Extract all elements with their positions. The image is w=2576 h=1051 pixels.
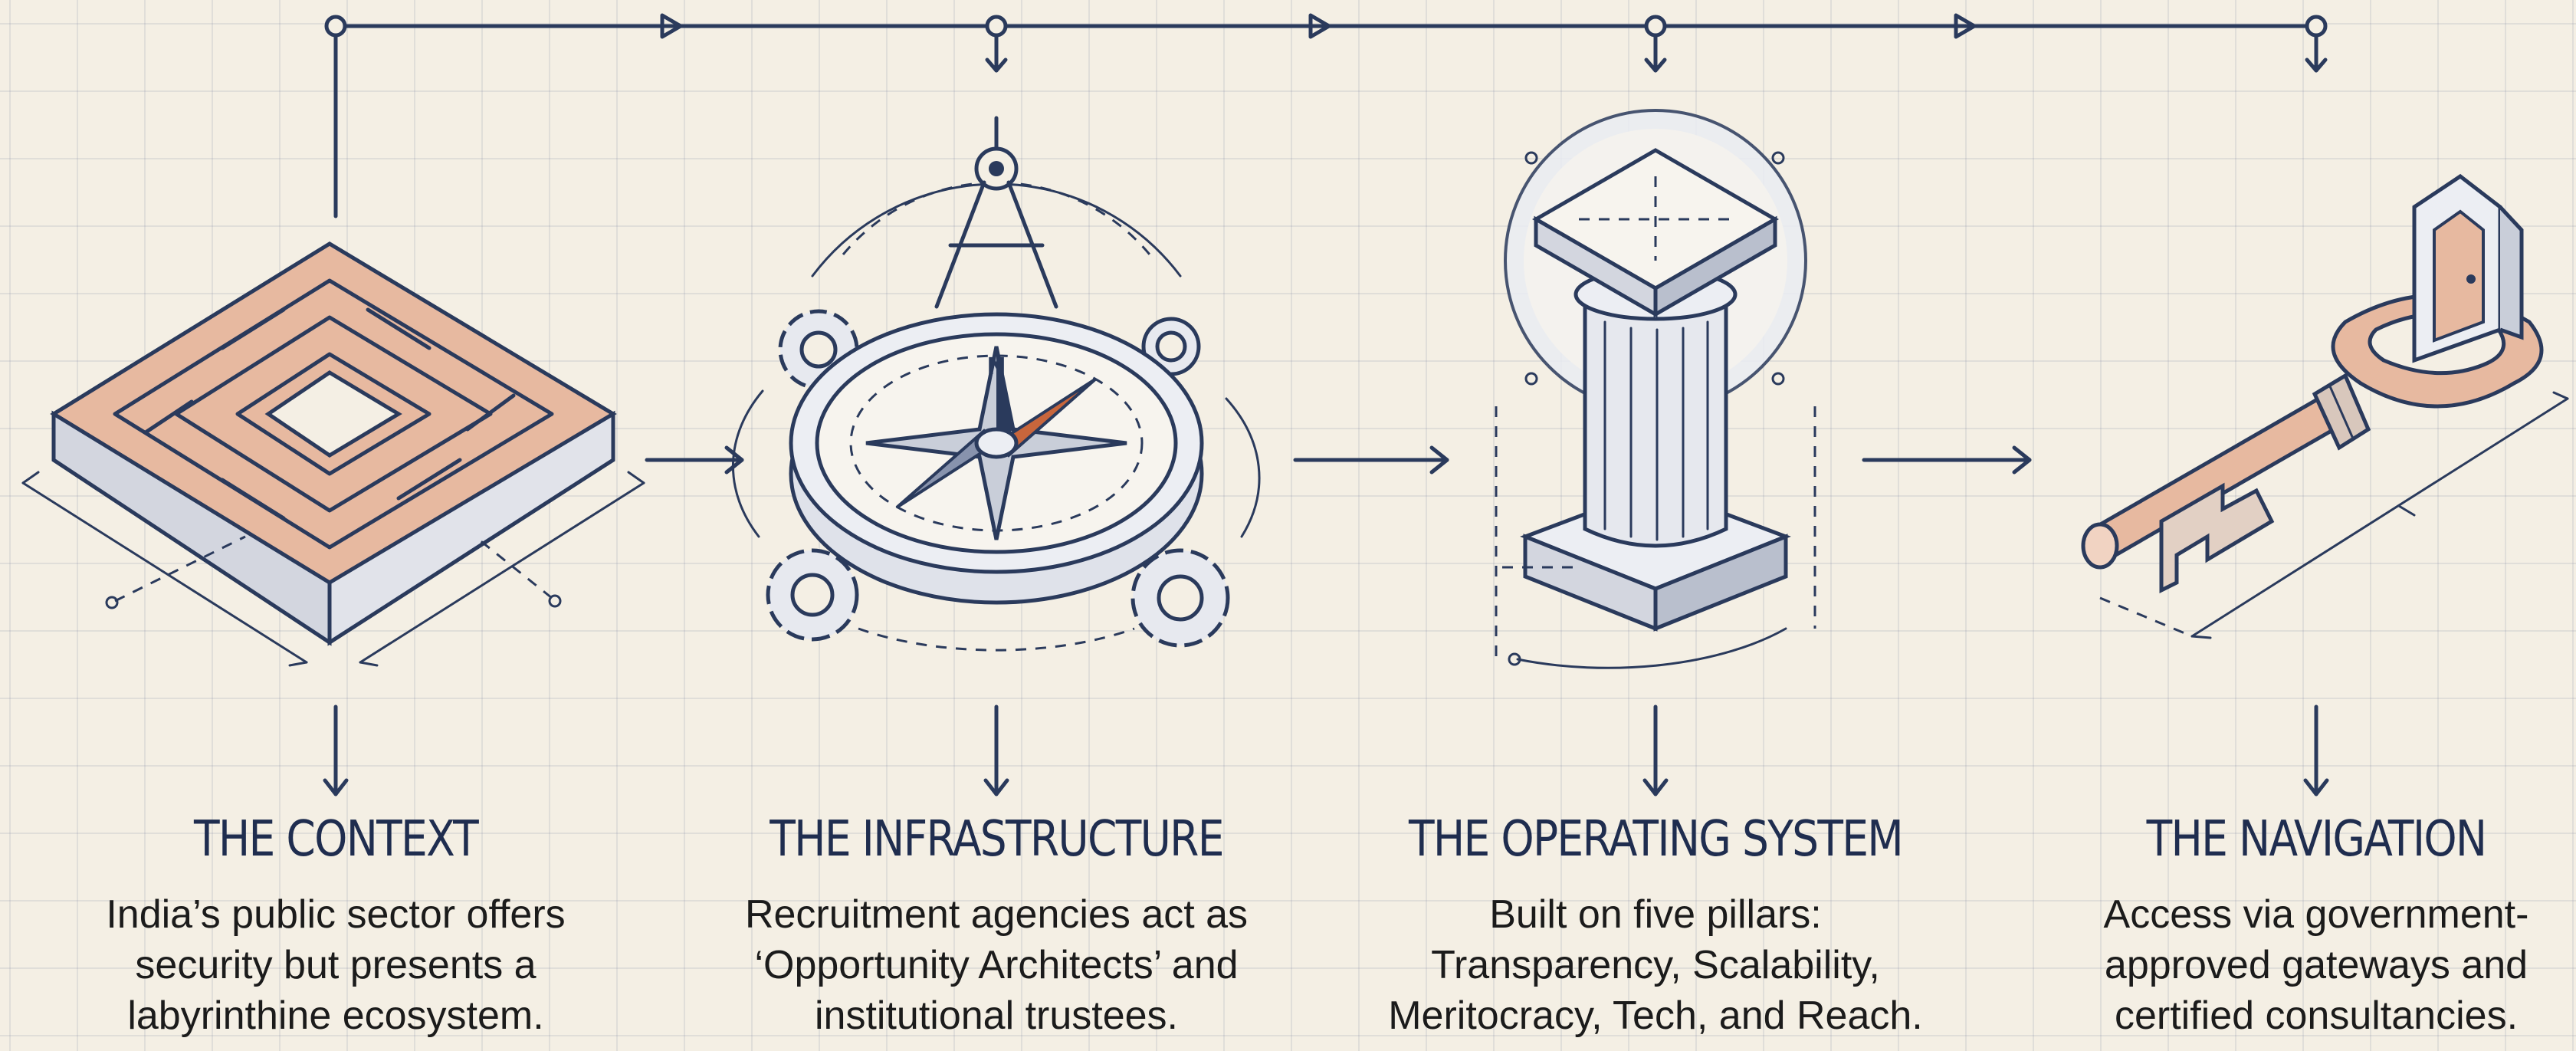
description-line: Access via government- — [2103, 892, 2529, 937]
top-connector — [324, 13, 2328, 218]
maze-icon — [21, 241, 645, 667]
stage-description-operating-system: Built on five pillars: Transparency, Sca… — [1364, 889, 1947, 1041]
gear-icon — [766, 548, 859, 642]
stage-title-navigation: THE NAVIGATION — [2146, 811, 2487, 868]
down-arrow — [983, 704, 1009, 796]
stage-description-navigation: Access via government- approved gateways… — [2025, 889, 2576, 1041]
down-arrow — [2303, 704, 2329, 796]
stage-title-context: THE CONTEXT — [193, 811, 479, 868]
description-line: Transparency, Scalability, — [1431, 943, 1880, 987]
description-line: Recruitment agencies act as — [744, 892, 1249, 937]
description-line: Meritocracy, Tech, and Reach. — [1388, 994, 1923, 1038]
gear-icon — [1130, 548, 1230, 648]
description-line: institutional trustees. — [814, 994, 1179, 1038]
description-line: Built on five pillars: — [1489, 892, 1822, 937]
key-icon — [2081, 173, 2569, 639]
stage-title-infrastructure: THE INFRASTRUCTURE — [770, 811, 1224, 868]
stage-description-context: India’s public sector offers security bu… — [44, 889, 627, 1041]
description-line: ‘Opportunity Architects’ and — [754, 943, 1239, 987]
down-arrow — [1642, 704, 1669, 796]
stage-description-infrastructure: Recruitment agencies act as ‘Opportunity… — [705, 889, 1288, 1041]
stage-title-operating-system: THE OPERATING SYSTEM — [1408, 811, 1904, 868]
compass-north-label: N — [986, 353, 1006, 380]
stage-arrow — [1862, 445, 2032, 475]
description-line: approved gateways and — [2104, 943, 2528, 987]
description-line: certified consultancies. — [2114, 994, 2519, 1038]
pillar-icon — [1495, 109, 1816, 669]
description-line: security but presents a — [135, 943, 537, 987]
down-arrow — [323, 704, 349, 796]
stage-arrow — [645, 445, 744, 475]
stage-arrow — [1293, 445, 1449, 475]
description-line: labyrinthine ecosystem. — [127, 994, 544, 1038]
description-line: India’s public sector offers — [106, 892, 566, 937]
compass-icon: N — [731, 116, 1261, 652]
